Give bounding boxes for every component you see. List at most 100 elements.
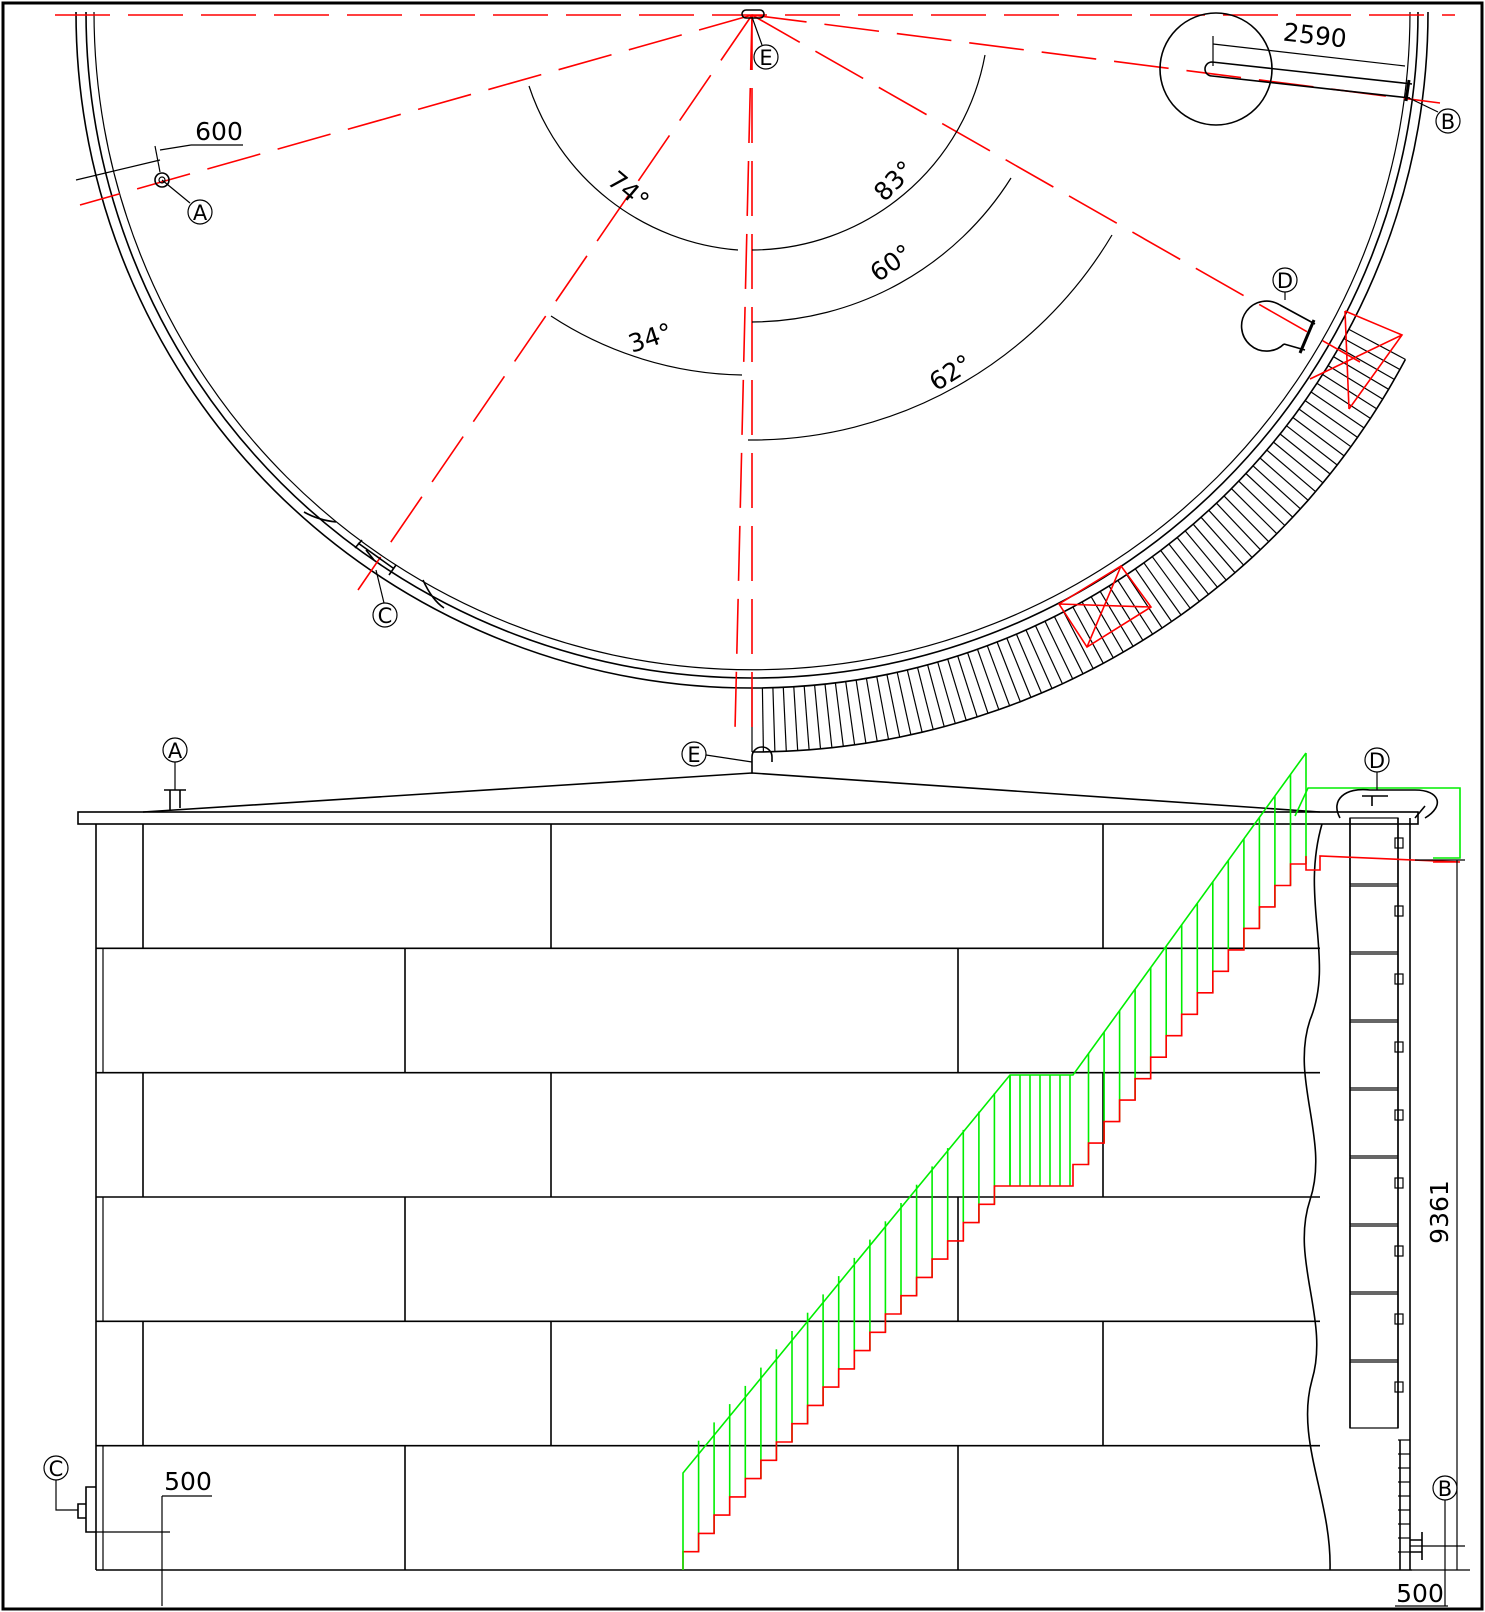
dim-600-tick: [154, 145, 161, 173]
ladder-cage-bay: [1349, 1089, 1399, 1157]
shell-plates: [96, 824, 1320, 1570]
stair-tread: [1184, 530, 1227, 581]
stair-tread: [1322, 373, 1377, 410]
svg-text:E: E: [759, 46, 772, 70]
dim-2590-line: [1212, 43, 1406, 67]
ladder-cage-bay: [1349, 885, 1399, 953]
label-a-elevation: A: [162, 737, 188, 790]
nozzle-a-plan-inner: [158, 176, 166, 184]
ladder-cage-bay: [1349, 1157, 1399, 1225]
stair-tread: [1348, 328, 1406, 360]
stair-tread: [937, 661, 956, 724]
stair-tread: [1044, 620, 1074, 680]
landing-frame-upper: [1309, 310, 1404, 410]
label-c-elevation: C: [43, 1455, 69, 1481]
angle-60: 60°: [865, 238, 918, 287]
dim-600-leader: [159, 144, 192, 151]
stair-tread: [1252, 465, 1301, 510]
elevation-view: C 500 B 500 9361 A E: [43, 737, 1470, 1608]
ladder-cage-bay: [1349, 1293, 1399, 1361]
landing-frame-lower: [1057, 564, 1153, 649]
tank-shell-innermost: [93, 11, 1411, 671]
dim-500-left: 500: [164, 1467, 212, 1496]
stair-tread: [1338, 347, 1395, 380]
stair-tread: [967, 652, 989, 714]
stair-tread: [814, 685, 822, 749]
stair-tread: [1176, 537, 1218, 588]
stair-tread: [1316, 382, 1371, 419]
ladder-cage-bay: [1349, 817, 1399, 885]
stair-tread: [1063, 611, 1094, 669]
svg-text:B: B: [1438, 1477, 1452, 1501]
nozzle-d-flange: [1298, 319, 1316, 354]
stair-tread: [1216, 502, 1261, 551]
stair-handrail: [682, 752, 1307, 1553]
roof-cone: [142, 772, 1321, 813]
stair-treads: [751, 328, 1407, 753]
ladder-bracket: [1394, 973, 1404, 985]
angle-62-arc: [747, 234, 1113, 441]
angle-34: 34°: [625, 317, 676, 358]
stair-tread: [855, 679, 867, 744]
svg-text:E: E: [687, 743, 700, 767]
stair-tread: [834, 682, 844, 747]
stair-tread: [876, 676, 890, 740]
stair-tread: [916, 667, 934, 730]
stair-steps: [682, 863, 1306, 1570]
stair-tread: [1200, 516, 1245, 566]
stair-tread: [824, 683, 833, 748]
stair-tread: [1015, 633, 1043, 694]
svg-text:A: A: [193, 201, 208, 225]
stair-tread: [1208, 509, 1253, 558]
stair-tread: [1006, 637, 1032, 698]
stair-tread: [1134, 568, 1173, 622]
stair-tread: [986, 645, 1011, 706]
angle-60-arc: [751, 177, 1012, 323]
stair-tread: [996, 641, 1021, 702]
centerline-c: [357, 14, 753, 591]
ladder-cage-bay: [1349, 1361, 1399, 1429]
nozzle-c-plan: [354, 539, 397, 576]
shell-notch-left: [303, 511, 337, 523]
stair-tread: [1259, 457, 1309, 501]
stair-tread: [803, 685, 810, 750]
ladder-cage-bay: [1349, 1225, 1399, 1293]
svg-text:C: C: [49, 1457, 64, 1481]
ladder-bracket: [1394, 1109, 1404, 1121]
ladder-bracket: [1394, 905, 1404, 917]
plan-view: 2590 600 74° 83° 60° 34° 62°: [55, 9, 1461, 753]
ladder-bracket: [1394, 1245, 1404, 1257]
label-c-leader: [55, 1480, 78, 1511]
stair-top-platform: [1305, 855, 1461, 871]
svg-text:A: A: [168, 739, 183, 763]
stair-tread: [793, 686, 799, 751]
angle-74: 74°: [602, 165, 655, 216]
svg-text:D: D: [1277, 269, 1293, 293]
stair-tread: [1304, 400, 1358, 438]
roof-manhole-pipe: [1204, 61, 1413, 99]
stair-tread: [1126, 574, 1163, 629]
stair-stringer-outer: [751, 359, 1407, 753]
ladder-cage-bay: [1349, 1021, 1399, 1089]
label-d-plan: D: [1272, 267, 1298, 300]
ladder-bracket: [1394, 1313, 1404, 1325]
stair-tread: [1053, 616, 1084, 675]
stair-tread: [1286, 425, 1338, 466]
stair-tread: [1072, 606, 1104, 664]
vertical-ladder: [1349, 817, 1411, 1570]
angle-74-arc: [528, 85, 739, 251]
stair-tread: [1279, 433, 1331, 475]
stair-top-platform-rail: [1294, 787, 1461, 859]
nozzle-d-elevation: [1336, 788, 1439, 819]
stair-tread: [1273, 441, 1324, 484]
stair-tread: [772, 687, 776, 752]
stair-tread: [927, 664, 945, 727]
stair-tread: [1168, 543, 1209, 595]
centerline-a: [79, 14, 753, 206]
ladder-bracket: [1394, 1041, 1404, 1053]
dim-9361: 9361: [1425, 1180, 1454, 1244]
stair-tread: [1327, 365, 1384, 400]
label-c-plan: C: [372, 569, 398, 628]
stair-tread: [1117, 580, 1154, 635]
